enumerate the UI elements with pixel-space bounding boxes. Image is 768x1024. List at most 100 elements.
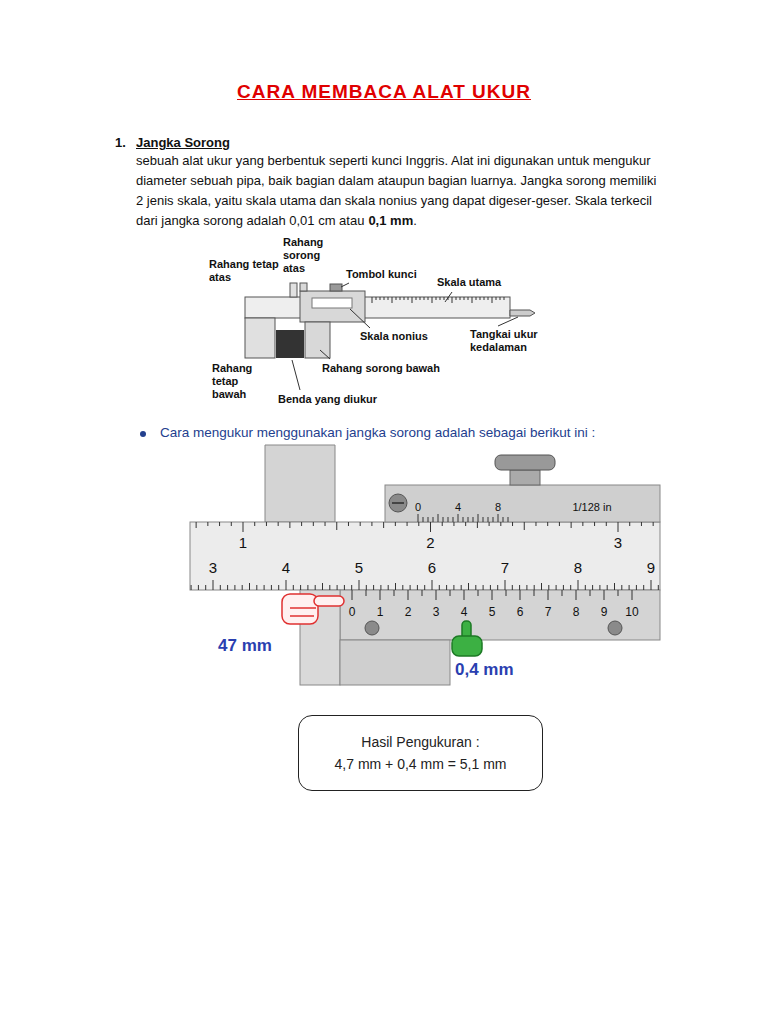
bullet-text: Cara mengukur menggunakan jangka sorong … xyxy=(160,425,595,441)
tick xyxy=(300,585,301,590)
tick xyxy=(286,580,287,590)
page-title: CARA MEMBACA ALAT UKUR xyxy=(0,81,768,103)
main-scale-number: 6 xyxy=(428,559,436,577)
tick xyxy=(436,590,437,600)
main-beam xyxy=(245,297,510,318)
tick xyxy=(498,514,499,522)
tick xyxy=(428,297,429,300)
tick xyxy=(450,590,451,596)
tick xyxy=(392,297,393,303)
tick xyxy=(578,580,579,590)
sliding-upper-jaw xyxy=(300,283,307,291)
tick xyxy=(604,590,605,600)
tick xyxy=(468,517,469,522)
tick xyxy=(453,517,454,522)
tick xyxy=(219,522,220,526)
tick xyxy=(191,585,192,590)
scale-ticks xyxy=(191,297,658,600)
tick xyxy=(480,297,481,300)
tick xyxy=(205,585,206,590)
tick xyxy=(452,297,453,303)
tick xyxy=(524,522,525,530)
vernier-scale-number: 0 xyxy=(349,605,356,619)
vernier-inch-number: 0 xyxy=(415,501,421,514)
main-scale-number: 4 xyxy=(282,559,290,577)
tick xyxy=(461,585,462,590)
tick xyxy=(372,297,373,303)
tick xyxy=(424,585,425,590)
measured-object xyxy=(276,330,304,358)
tick xyxy=(607,585,608,590)
tick xyxy=(446,585,447,590)
vernier-caliper-photo xyxy=(190,445,660,685)
tick xyxy=(384,297,385,300)
tick xyxy=(322,583,323,590)
tick xyxy=(643,585,644,590)
tick xyxy=(463,517,464,522)
lock-knob xyxy=(330,284,342,291)
part-label: Tombol kunci xyxy=(346,268,417,281)
tick xyxy=(231,522,232,526)
tick xyxy=(313,522,314,526)
tick xyxy=(438,514,439,522)
depth-rod xyxy=(510,310,535,316)
tick xyxy=(380,585,381,590)
tick xyxy=(325,522,326,526)
vernier-scale-number: 10 xyxy=(625,605,638,619)
vernier-inch-number: 8 xyxy=(495,501,501,514)
tick xyxy=(621,585,622,590)
tick xyxy=(563,585,564,590)
inch-scale-ticks xyxy=(196,522,653,532)
tick xyxy=(496,297,497,300)
part-label: Skala nonius xyxy=(360,330,428,343)
tick xyxy=(500,297,501,300)
tick xyxy=(278,522,279,526)
tick xyxy=(458,514,459,522)
tick xyxy=(465,522,466,526)
tick xyxy=(307,585,308,590)
tick xyxy=(410,585,411,590)
vernier-inch-ticks xyxy=(418,514,508,522)
tick xyxy=(256,585,257,590)
tick xyxy=(570,585,571,590)
tick xyxy=(198,585,199,590)
tick xyxy=(519,585,520,590)
nonius-window xyxy=(312,298,352,308)
tick xyxy=(444,297,445,300)
vernier-mm-ticks xyxy=(352,590,632,600)
vernier-scale-number: 3 xyxy=(433,605,440,619)
main-scale-number: 5 xyxy=(355,559,363,577)
tick xyxy=(329,585,330,590)
tick xyxy=(492,297,493,303)
tick xyxy=(337,585,338,590)
tick xyxy=(416,297,417,300)
tick xyxy=(423,517,424,522)
tick xyxy=(264,585,265,590)
tick xyxy=(488,297,489,300)
part-label: Rahang tetap atas xyxy=(209,258,281,284)
tick xyxy=(512,522,513,526)
tick xyxy=(373,585,374,590)
main-scale-number: 7 xyxy=(501,559,509,577)
tick xyxy=(651,580,652,590)
tick xyxy=(242,585,243,590)
tick xyxy=(289,522,290,528)
tick xyxy=(383,522,384,528)
tick xyxy=(254,522,255,526)
tick xyxy=(420,297,421,300)
vernier-plate xyxy=(340,590,660,640)
tick xyxy=(422,590,423,596)
tick xyxy=(418,514,419,522)
screw xyxy=(608,621,622,635)
tick xyxy=(400,297,401,300)
tick xyxy=(535,522,536,526)
tick xyxy=(559,522,560,526)
sliding-lower-jaw xyxy=(305,322,330,358)
tick xyxy=(432,580,433,590)
body-paragraph: sebuah alat ukur yang berbentuk seperti … xyxy=(136,151,666,231)
tick xyxy=(394,590,395,596)
tick xyxy=(478,514,479,522)
tick xyxy=(483,517,484,522)
tick xyxy=(548,585,549,590)
